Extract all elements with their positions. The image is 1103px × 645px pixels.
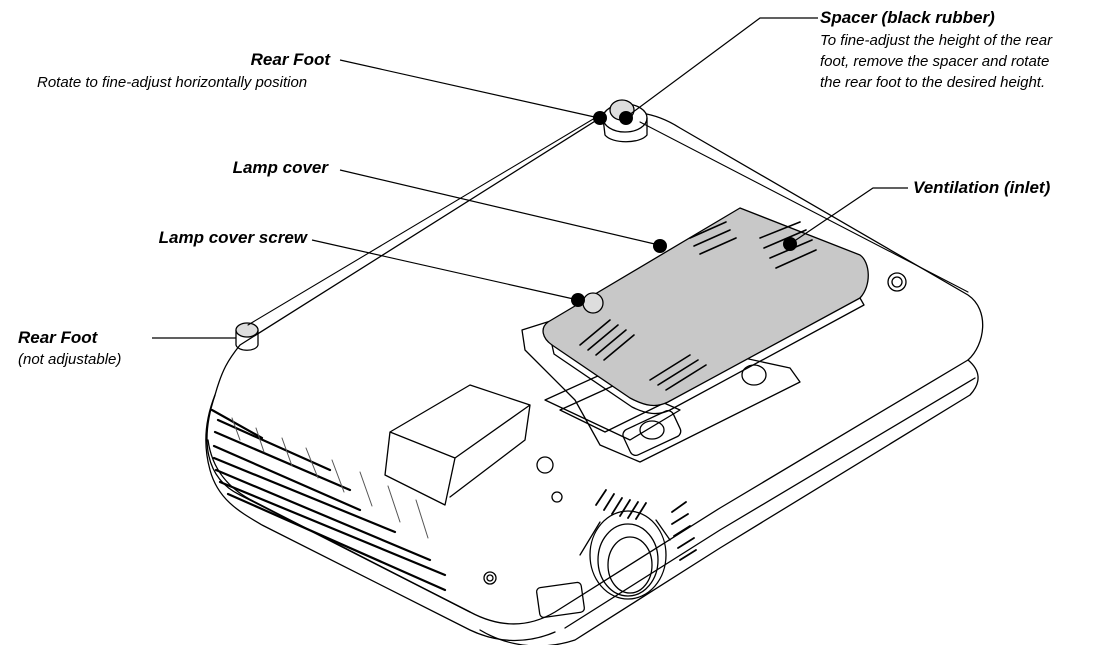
lens — [579, 510, 671, 600]
leader-spacer — [624, 17, 818, 119]
rear-foot-fixed — [235, 322, 259, 351]
dot-spacer — [619, 111, 633, 125]
front-vent-slats — [210, 408, 447, 592]
leader-ventilation — [789, 187, 908, 245]
label-rear-foot-fixed-desc: (not adjustable) — [18, 351, 122, 368]
dot-rear-foot-adjustable — [593, 111, 607, 125]
dot-ventilation — [783, 237, 797, 251]
dot-lamp-cover-screw — [571, 293, 585, 307]
leader-lamp-cover-screw — [311, 239, 579, 301]
raised-panel — [384, 384, 531, 506]
label-rear-foot-adjustable-title: Rear Foot — [250, 50, 330, 69]
label-lamp-cover: Lamp cover — [232, 158, 328, 177]
label-lamp-cover-screw: Lamp cover screw — [158, 228, 307, 247]
label-spacer-desc-2: foot, remove the spacer and rotate — [820, 53, 1050, 70]
projector-side-right — [479, 359, 979, 645]
label-rear-foot-fixed-title: Rear Foot — [18, 328, 98, 347]
label-spacer-title: Spacer (black rubber) — [820, 8, 995, 27]
label-rear-foot-adjustable-desc: Rotate to fine-adjust horizontally posit… — [37, 74, 308, 91]
label-ventilation: Ventilation (inlet) — [913, 178, 1051, 197]
projector-side-front — [205, 394, 556, 642]
lamp-cover — [542, 207, 869, 407]
label-spacer-desc-1: To fine-adjust the height of the rear — [820, 32, 1053, 49]
label-spacer-desc-3: the rear foot to the desired height. — [820, 74, 1046, 91]
dot-lamp-cover — [653, 239, 667, 253]
leader-lamp-cover — [339, 169, 660, 246]
leader-rear-foot-adjustable — [339, 59, 600, 119]
